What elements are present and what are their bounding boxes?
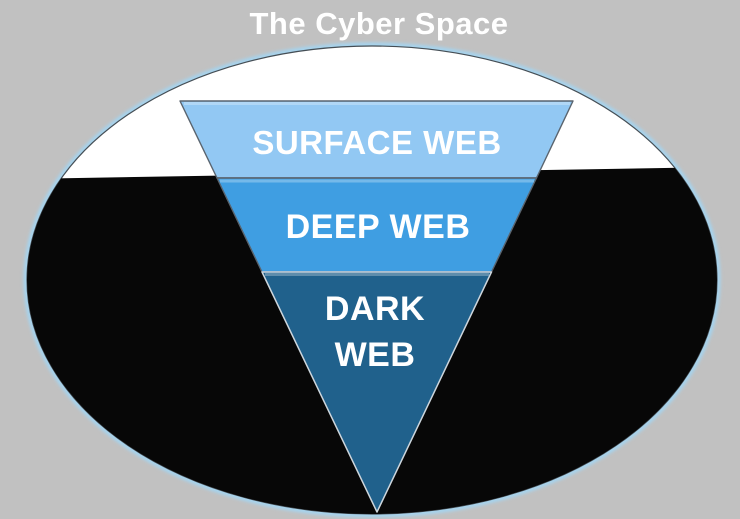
dark-web-layer	[261, 271, 493, 513]
ellipse-glow-outline	[23, 42, 721, 518]
surface-web-label: SURFACE WEB	[252, 124, 501, 161]
diagram-title: The Cyber Space	[249, 6, 508, 41]
inverted-pyramid	[179, 100, 574, 513]
dark-web-label-line1: DARK	[325, 290, 425, 328]
dark-web-label-line2: WEB	[335, 336, 416, 374]
deep-web-label: DEEP WEB	[286, 208, 471, 246]
